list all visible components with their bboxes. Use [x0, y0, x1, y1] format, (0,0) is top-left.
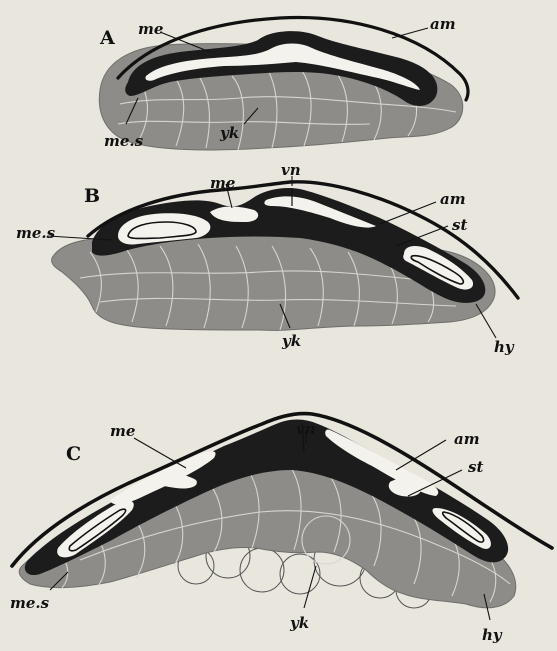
panel-c-label-mes: me.s: [10, 594, 50, 612]
panel-a-label-mes: me.s: [104, 132, 144, 150]
panel-c-label-hy: hy: [482, 626, 503, 644]
panel-b-label-yk: yk: [281, 332, 301, 350]
panel-b-label-hy: hy: [494, 338, 515, 356]
panel-a-label-me: me: [138, 20, 163, 38]
panel-a-label-yk: yk: [219, 124, 239, 142]
panel-c-leader-yk: [304, 566, 316, 608]
panel-a-label-am: am: [430, 15, 456, 33]
panel-c-label-vn: vn: [296, 420, 316, 438]
panel-b-letter: B: [84, 185, 100, 207]
panel-c-leader-me: [134, 438, 186, 468]
panel-a-leader-am: [392, 28, 428, 38]
panel-b-label-mes: me.s: [16, 224, 56, 242]
panel-c-label-yk: yk: [289, 614, 309, 632]
panel-b-label-me: me: [210, 174, 235, 192]
panel-c-label-me: me: [110, 422, 135, 440]
panel-c-label-st: st: [468, 458, 483, 476]
panel-a-letter: A: [99, 27, 115, 49]
panel-c-letter: C: [66, 443, 81, 465]
panel-b-label-vn: vn: [281, 161, 301, 179]
panel-c: C: [10, 413, 552, 644]
panel-a: A me am me.s yk: [99, 15, 468, 150]
panel-b-label-st: st: [452, 216, 467, 234]
panel-c-label-am: am: [454, 430, 480, 448]
panel-b: B: [16, 161, 518, 356]
panel-b-label-am: am: [440, 190, 466, 208]
